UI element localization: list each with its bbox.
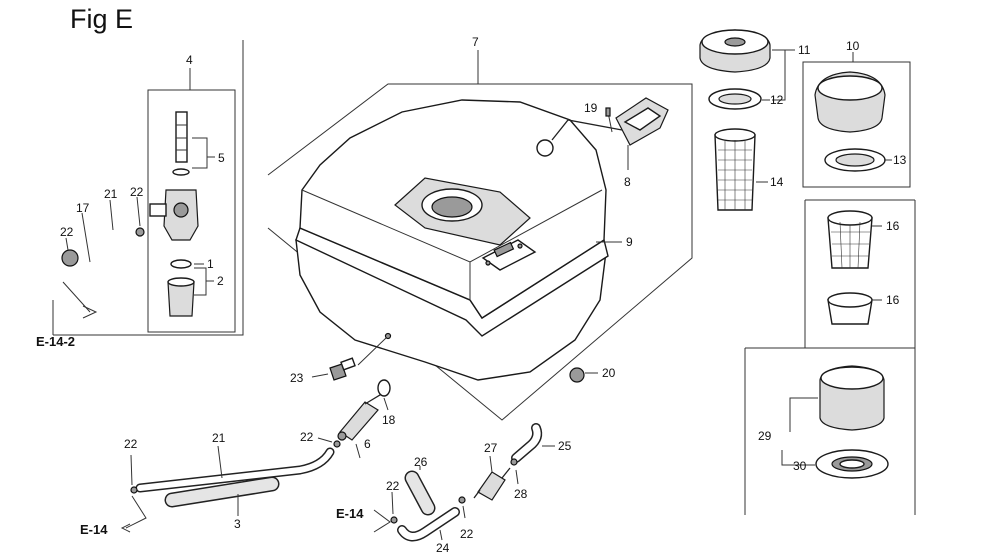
label-12: 12 [770,93,784,107]
label-22a: 22 [130,185,144,199]
label-3: 3 [234,517,241,531]
strainer-group-16 [804,199,916,348]
label-25: 25 [558,439,572,453]
label-9: 9 [626,235,633,249]
label-7: 7 [472,35,479,49]
group-border-left [53,40,244,336]
label-19: 19 [584,101,598,115]
hose-clamp [61,249,79,267]
tank-group-border [267,83,693,421]
cup-oring [170,259,192,269]
fuel-tank-group [267,50,693,421]
drain-bolt-23 [311,357,356,381]
figure-title: Fig E [70,4,133,34]
label-20: 20 [602,366,616,380]
valve-oring [172,168,190,176]
label-8a: 8 [624,175,631,189]
label-29: 29 [758,429,772,443]
ref-e14-b: E-14 [336,506,364,521]
label-14: 14 [770,175,784,189]
label-18: 18 [382,413,396,427]
label-26: 26 [414,455,428,469]
label-27: 27 [484,441,498,455]
label-17: 17 [76,201,90,215]
valve-lever [149,203,167,217]
valve-filter-screen [175,111,188,163]
strainer-6 [337,379,391,459]
label-11: 11 [798,43,811,57]
sediment-cup [167,281,195,317]
part-labels: 4 5 21 22 17 22 1 2 E-14-2 7 19 8 9 23 2… [36,35,907,555]
label-22f: 22 [460,527,474,541]
valve-detail-box [147,89,236,333]
hoses-bottom [120,423,555,542]
label-13: 13 [893,153,907,167]
label-22c: 22 [124,437,138,451]
label-6: 6 [364,437,371,451]
label-24: 24 [436,541,450,555]
float-arm [551,119,623,141]
fuel-valve-group [52,40,244,336]
float [536,139,554,157]
label-22d: 22 [300,430,314,444]
label-22b: 22 [60,225,74,239]
label-23: 23 [290,371,304,385]
label-1: 1 [207,257,214,271]
nut-20 [569,367,598,383]
cap-box-29 [744,347,916,515]
ref-e14-a: E-14 [80,522,108,537]
ref-e14-2: E-14-2 [36,334,75,349]
label-2: 2 [217,274,224,288]
cap-box-10 [802,52,911,188]
fuel-filter-27 [477,471,506,501]
label-5: 5 [218,151,225,165]
label-4: 4 [186,53,193,67]
label-28: 28 [514,487,528,501]
cap-group [699,29,795,211]
label-30: 30 [793,459,807,473]
label-10: 10 [846,39,860,53]
label-21b: 21 [212,431,226,445]
label-21a: 21 [104,187,118,201]
label-16b: 16 [886,293,900,307]
label-22e: 22 [386,479,400,493]
label-16a: 16 [886,219,900,233]
